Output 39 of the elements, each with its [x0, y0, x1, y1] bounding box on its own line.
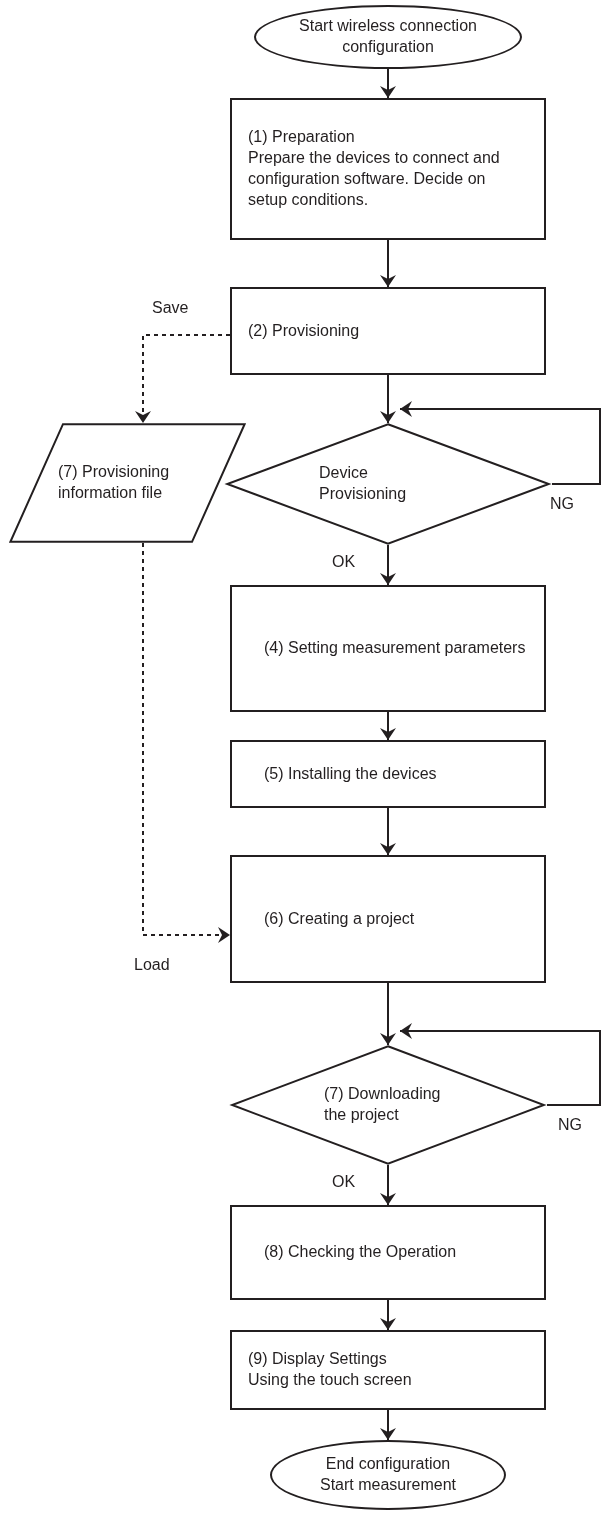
process-box [230, 1205, 546, 1300]
node-text: (4) Setting measurement parameters [264, 638, 527, 659]
arrow [380, 1409, 396, 1441]
node-text: (8) Checking the Operation [264, 1242, 458, 1263]
node-text: (5) Installing the devices [264, 763, 438, 784]
arrow [380, 1164, 396, 1206]
node-text: (7) Provisioning information file [58, 462, 171, 503]
arrow [399, 1023, 601, 1106]
arrow [380, 68, 396, 99]
arrow [380, 374, 396, 424]
node-text: (6) Creating a project [264, 908, 416, 929]
arrow [380, 544, 396, 586]
arrow [380, 711, 396, 741]
node-text: (1) Preparation [248, 127, 356, 148]
decision-diamond [229, 1045, 547, 1165]
node-text: Start wireless connection configuration [298, 16, 478, 57]
process-box [230, 585, 546, 712]
decision-diamond [224, 423, 552, 545]
process-box [230, 98, 546, 240]
arrow [380, 239, 396, 288]
arrow [142, 542, 231, 943]
node-text: (9) Display Settings [248, 1349, 388, 1370]
process-box [230, 287, 546, 375]
node-text: Using the touch screen [248, 1370, 413, 1390]
arrow [380, 982, 396, 1046]
node-text: (2) Provisioning [248, 320, 361, 341]
node-text: (7) Downloading the project [324, 1084, 442, 1125]
process-box [230, 1330, 546, 1410]
process-box [230, 740, 546, 808]
data-parallelogram [8, 423, 247, 543]
node-text: Prepare the devices to connect and configuration software. Decide on setup conditions. [248, 148, 501, 210]
node-text: Device Provisioning [319, 463, 408, 504]
arrow [135, 334, 231, 424]
arrow [399, 401, 601, 485]
arrow [380, 1299, 396, 1331]
process-box [230, 855, 546, 983]
node-text: Start measurement [319, 1475, 457, 1495]
node-text: End configuration [325, 1454, 451, 1475]
arrow [380, 807, 396, 856]
